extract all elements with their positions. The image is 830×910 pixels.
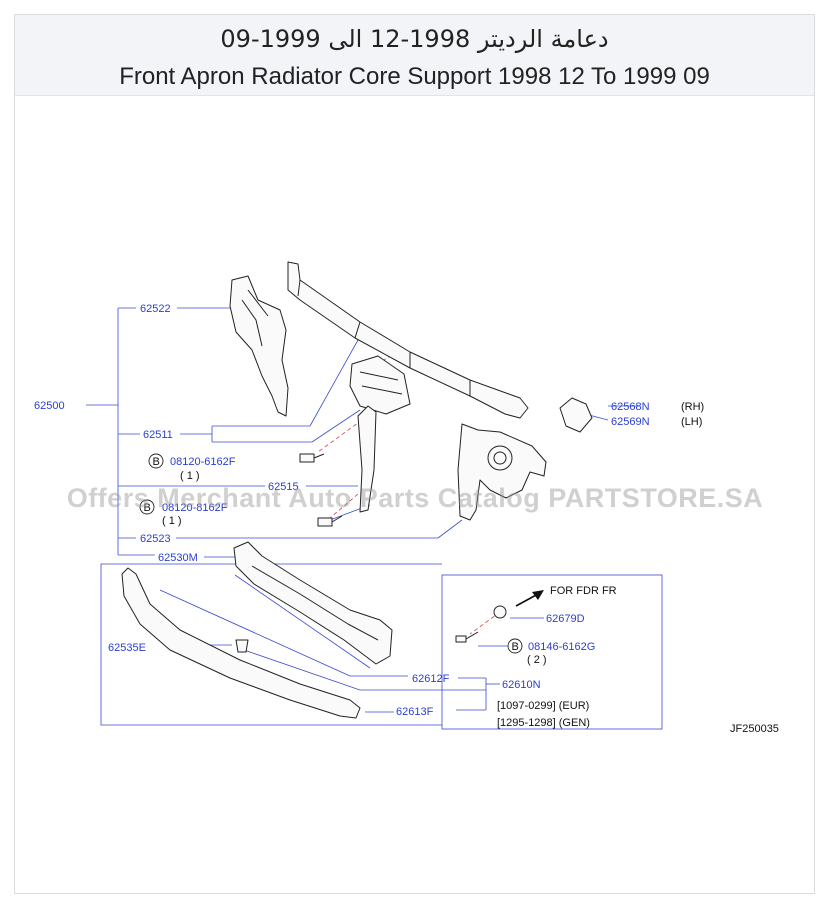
- part-link-62679d[interactable]: 62679D: [546, 613, 585, 625]
- date-range-eur: [1097-0299] (EUR): [497, 700, 589, 712]
- part-link-62522[interactable]: 62522: [140, 303, 171, 315]
- diagram-frame: [14, 14, 815, 894]
- alignment-lines: [317, 351, 501, 635]
- air-deflector: [121, 567, 361, 719]
- bolt-b-marker-2: [139, 499, 155, 515]
- part-link-08120-6162f[interactable]: 08120-6162F: [170, 456, 236, 468]
- lower-core-support: [233, 541, 393, 665]
- part-link-62610n[interactable]: 62610N: [502, 679, 541, 691]
- quantity-label: ( 1 ): [162, 515, 182, 527]
- page-header: دعامة الرديتر 1998-12 الى 1999-09 Front …: [15, 15, 814, 96]
- bolt-b-letter: B: [144, 502, 151, 514]
- part-link-62500[interactable]: 62500: [34, 400, 65, 412]
- part-link-08120-8162f[interactable]: 08120-8162F: [162, 502, 228, 514]
- direction-label: FOR FDR FR: [550, 585, 617, 597]
- part-link-62535e[interactable]: 62535E: [108, 642, 146, 654]
- page-title-english: Front Apron Radiator Core Support 1998 1…: [119, 63, 710, 90]
- part-link-62569n[interactable]: 62569N: [611, 416, 650, 428]
- part-link-62612f[interactable]: 62612F: [412, 673, 450, 685]
- upper-core-support-bar: [287, 261, 529, 419]
- side-label-lh: (LH): [681, 416, 702, 428]
- quantity-label: ( 1 ): [180, 470, 200, 482]
- part-link-62568n[interactable]: 62568N: [611, 401, 650, 413]
- bolt-b-letter: B: [153, 456, 160, 468]
- diagram-code: JF250035: [730, 723, 779, 735]
- side-label-rh: (RH): [681, 401, 704, 413]
- date-range-gen: [1295-1298] (GEN): [497, 717, 590, 729]
- quantity-label: ( 2 ): [527, 654, 547, 666]
- vertical-stay: [357, 405, 377, 513]
- bolt-b-marker-1: [148, 453, 164, 469]
- direction-arrow: [515, 590, 544, 607]
- part-link-08146-6162g[interactable]: 08146-6162G: [528, 641, 595, 653]
- part-link-62613f[interactable]: 62613F: [396, 706, 434, 718]
- part-link-62511[interactable]: 62511: [143, 429, 173, 441]
- right-side-panel: [457, 423, 547, 521]
- bolt-b-marker-3: [507, 638, 523, 654]
- part-link-62530m[interactable]: 62530M: [158, 552, 198, 564]
- center-bracket: [349, 355, 411, 415]
- leader-lines: [86, 307, 640, 713]
- left-side-panel: [229, 275, 289, 417]
- page-title-arabic: دعامة الرديتر 1998-12 الى 1999-09: [220, 25, 609, 53]
- bolt-b-letter: B: [512, 641, 519, 653]
- bolt-icons: [235, 453, 507, 653]
- part-link-62523[interactable]: 62523: [140, 533, 171, 545]
- seal-pad: [559, 397, 593, 433]
- part-link-62515[interactable]: 62515: [268, 481, 299, 493]
